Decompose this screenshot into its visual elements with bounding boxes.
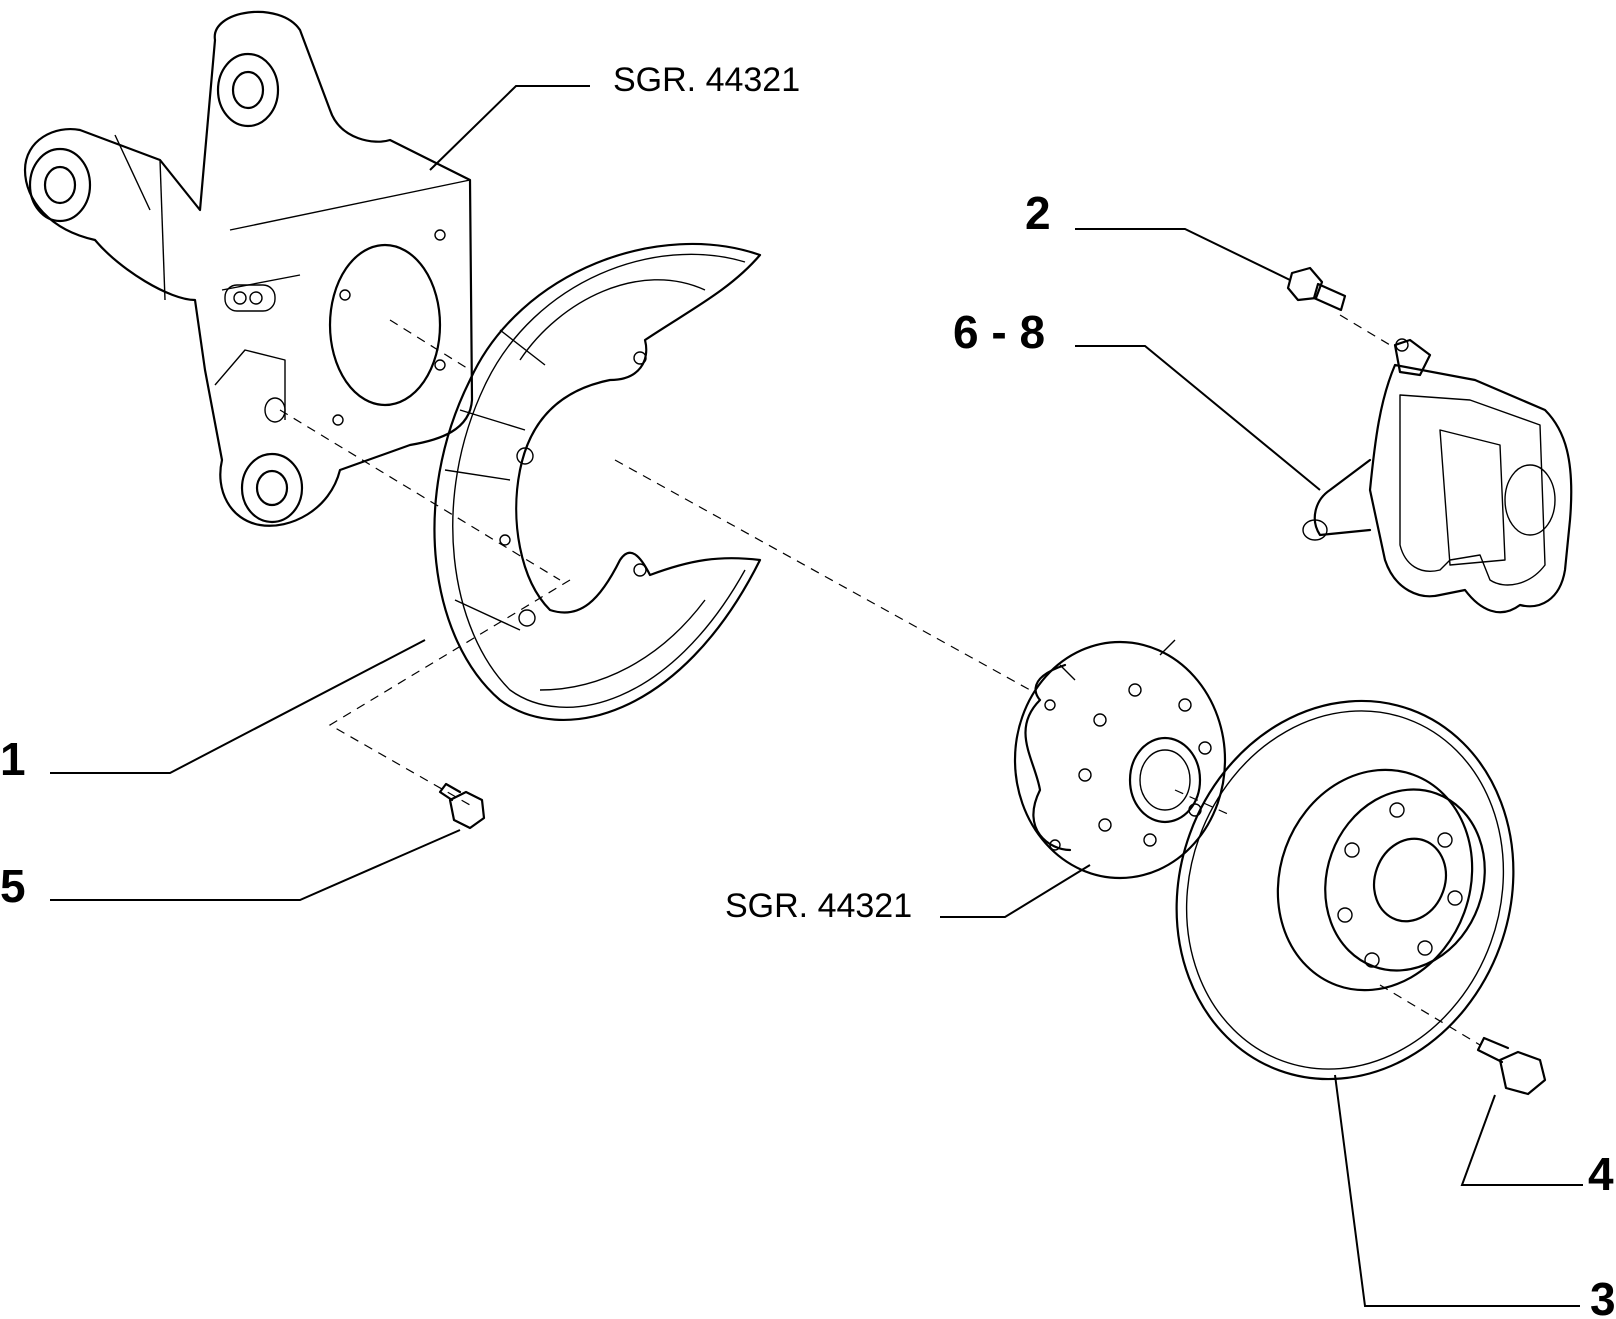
hub-reference-label: SGR. 44321	[725, 887, 912, 925]
callout-disc-screw: 4	[1588, 1148, 1614, 1200]
disc-screw	[1476, 1036, 1547, 1096]
callout-caliper-bolt: 2	[1025, 187, 1051, 239]
leader-lines	[50, 85, 1583, 1307]
knuckle-reference-label: SGR. 44321	[613, 61, 800, 99]
callout-shield-screw: 5	[0, 860, 26, 912]
callout-dust-shield: 1	[0, 733, 26, 785]
steering-knuckle	[23, 10, 474, 527]
callout-brake-disc: 3	[1590, 1273, 1616, 1319]
assembly-axes	[279, 314, 1481, 1046]
brake-disc	[1175, 699, 1515, 1081]
shield-screw	[438, 782, 486, 830]
dust-shield	[433, 242, 762, 721]
callout-caliper: 6 - 8	[953, 306, 1045, 358]
wheel-hub	[1013, 639, 1227, 880]
brake-caliper	[1302, 338, 1573, 614]
caliper-bolt	[1286, 266, 1347, 312]
